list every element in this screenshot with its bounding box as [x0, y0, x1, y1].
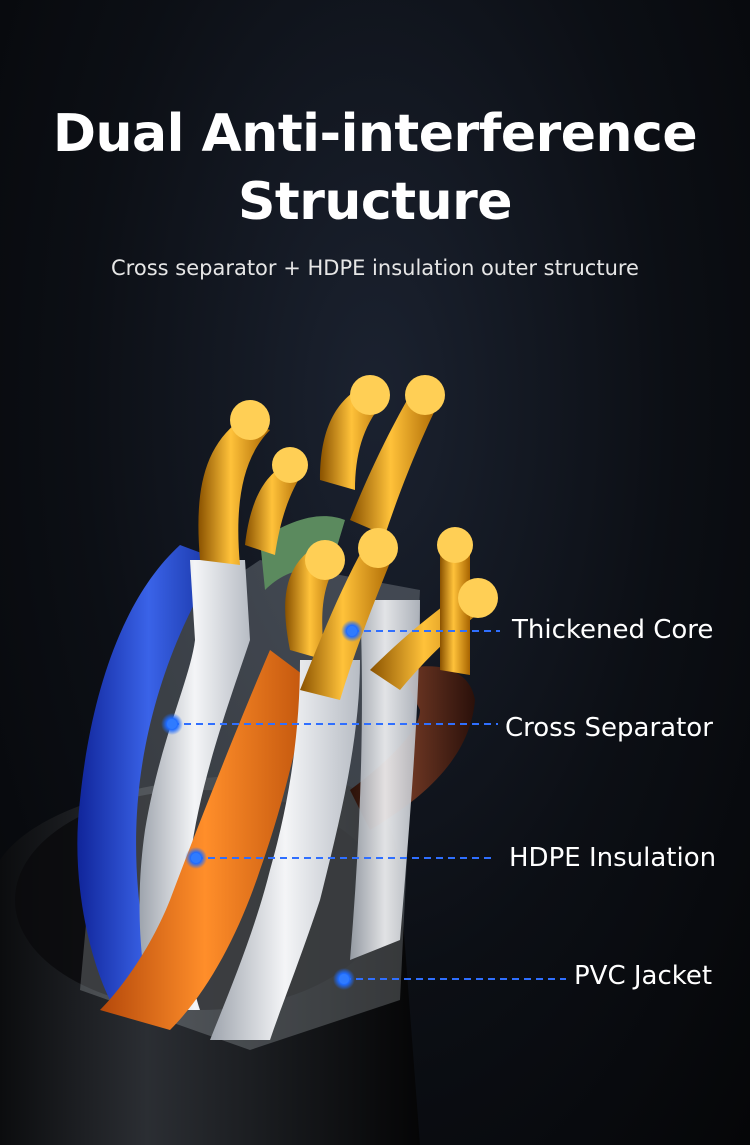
- callout-lines: [172, 630, 566, 980]
- callout-cross-separator: Cross Separator: [505, 713, 713, 743]
- green-wire: [260, 516, 345, 590]
- page-title: Dual Anti-interference Structure: [0, 100, 750, 236]
- orange-wire: [100, 650, 310, 1030]
- title-line-2: Structure: [237, 172, 513, 232]
- page-subtitle: Cross separator + HDPE insulation outer …: [111, 256, 639, 280]
- cable-cross-section-illustration: [0, 375, 566, 1145]
- callout-thickened-core: Thickened Core: [512, 615, 714, 645]
- blue-wire: [77, 545, 220, 1000]
- title-line-1: Dual Anti-interference: [52, 104, 698, 164]
- white-wire-1: [139, 560, 250, 1010]
- white-wire-2: [210, 660, 360, 1040]
- white-wire-3: [350, 600, 420, 960]
- callout-hdpe-insulation: HDPE Insulation: [509, 843, 717, 873]
- callout-dots: [161, 620, 363, 990]
- callout-pvc-jacket: PVC Jacket: [574, 961, 713, 991]
